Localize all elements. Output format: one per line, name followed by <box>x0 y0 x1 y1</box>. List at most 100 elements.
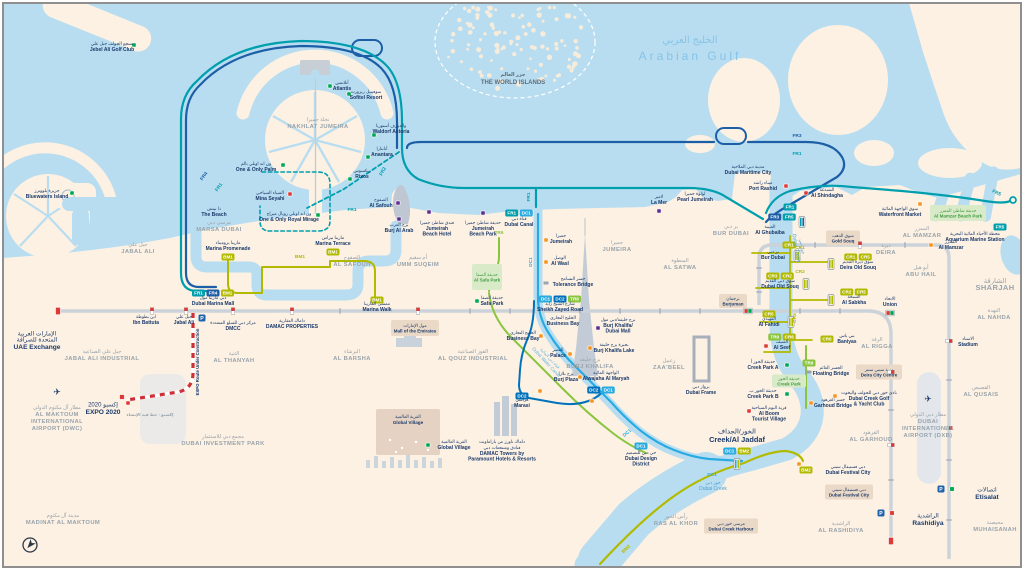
svg-text:TR9: TR9 <box>770 335 779 340</box>
metro-station-tick <box>904 242 906 248</box>
route-label-dc1: DC1 <box>528 257 534 267</box>
svg-text:Paramount Hotels & Resorts: Paramount Hotels & Resorts <box>468 457 536 463</box>
svg-text:الاتحاد: الاتحاد <box>884 296 895 301</box>
svg-text:Alwajaha Al Maryah: Alwajaha Al Maryah <box>583 376 630 382</box>
svg-text:CR6: CR6 <box>822 337 832 342</box>
green-station-square <box>949 486 955 492</box>
svg-text:مرسى خور دبي: مرسى خور دبي <box>717 521 745 526</box>
svg-text:حديقة الصفا: حديقة الصفا <box>481 295 503 300</box>
route-badge-fr5: FR5 <box>993 223 1007 231</box>
svg-text:Pearl Jumeirah: Pearl Jumeirah <box>677 197 713 203</box>
svg-text:مدينة آل مكتوم: مدينة آل مكتوم <box>47 512 80 519</box>
svg-text:سوق الذهب: سوق الذهب <box>832 233 854 238</box>
svg-text:Beach Park: Beach Park <box>469 232 496 238</box>
svg-text:مجمع دبي للاستثمار: مجمع دبي للاستثمار <box>201 434 244 440</box>
svg-text:حديقة شاطئ جميرا: حديقة شاطئ جميرا <box>465 220 501 225</box>
svg-text:Deira City Centre: Deira City Centre <box>861 373 898 378</box>
svg-text:برجمان: برجمان <box>726 296 739 301</box>
route-fr5 <box>764 184 1012 215</box>
svg-text:Bluewaters Island: Bluewaters Island <box>26 194 69 200</box>
svg-text:ميناء راشد: ميناء راشد <box>754 180 773 185</box>
marina-channel <box>190 217 402 301</box>
svg-text:Al Safouh: Al Safouh <box>369 203 392 209</box>
sharjah-land <box>905 3 1021 170</box>
svg-text:FR1: FR1 <box>194 291 203 296</box>
route-label-: إكسبو - خط قيد الإنشاء <box>127 412 175 417</box>
svg-text:ممشى المارينا: ممشى المارينا <box>364 301 390 306</box>
svg-text:Mina Seyahi: Mina Seyahi <box>256 196 286 202</box>
svg-text:Atlantis: Atlantis <box>333 86 352 92</box>
svg-text:جزر العالم: جزر العالم <box>500 72 525 78</box>
route-label-fr2: FR2 <box>378 166 388 177</box>
svg-text:Global Village: Global Village <box>438 445 471 451</box>
svg-text:الوصل: الوصل <box>554 255 566 260</box>
route-badge-tr9: TR9 <box>802 359 816 367</box>
svg-text:الراشدية: الراشدية <box>832 521 851 527</box>
svg-text:BM2: BM2 <box>801 468 811 473</box>
svg-text:AL MAKTOUM: AL MAKTOUM <box>35 412 78 418</box>
metro-station-tick <box>659 308 661 314</box>
svg-text:خور دبي: خور دبي <box>705 480 720 485</box>
landmark-illustrations <box>140 60 941 484</box>
svg-text:Mall of the Emirates: Mall of the Emirates <box>394 329 437 334</box>
svg-text:Anantara: Anantara <box>371 152 393 158</box>
svg-text:AL SAFOUH: AL SAFOUH <box>333 262 370 268</box>
svg-text:سوق دبي القديم: سوق دبي القديم <box>765 278 795 284</box>
svg-text:CR6: CR6 <box>785 335 795 340</box>
route-tr8 <box>488 292 647 454</box>
svg-text:محيصنة: محيصنة <box>987 520 1004 526</box>
svg-text:نادي خور دبي للجولف واليخوت: نادي خور دبي للجولف واليخوت <box>841 390 897 395</box>
svg-text:DC2: DC2 <box>589 388 599 393</box>
metro-station-tick <box>699 308 701 314</box>
svg-text:جسر التسامح: جسر التسامح <box>561 276 586 281</box>
svg-text:DAMAC Towers by: DAMAC Towers by <box>480 451 525 457</box>
svg-text:NAKHLAT JUMEIRA: NAKHLAT JUMEIRA <box>287 124 349 130</box>
svg-text:برج بلازا: برج بلازا <box>559 371 574 376</box>
svg-text:BM1: BM1 <box>328 250 338 255</box>
svg-text:مارينا تيراس: مارينا تيراس <box>322 235 344 240</box>
svg-text:DAMAC PROPERTIES: DAMAC PROPERTIES <box>266 324 319 330</box>
global-village-skyline <box>366 455 442 468</box>
svg-text:حديقة الخور ب: حديقة الخور ب <box>749 388 776 393</box>
metro-station-tick <box>887 443 895 447</box>
svg-text:Waldorf Astoria: Waldorf Astoria <box>373 129 410 135</box>
metro-terminus <box>55 306 62 316</box>
svg-text:BM1: BM1 <box>372 298 382 303</box>
svg-text:TR8: TR8 <box>570 297 579 302</box>
svg-text:حديقة الخور أ: حديقة الخور أ <box>751 358 776 364</box>
airplane-icon: ✈ <box>53 387 61 397</box>
svg-text:AL NAHDA: AL NAHDA <box>977 315 1011 321</box>
svg-text:برج العرب: برج العرب <box>390 222 409 227</box>
route-fr1-palm <box>179 39 404 293</box>
svg-text:لؤلؤة جميرا: لؤلؤة جميرا <box>685 191 706 196</box>
metro-station-tick <box>756 291 762 293</box>
svg-text:Burjuman: Burjuman <box>722 302 743 307</box>
svg-text:Creek Park B: Creek Park B <box>747 394 779 400</box>
svg-text:Rashidiya: Rashidiya <box>912 520 943 527</box>
metro-station-tick <box>888 479 894 481</box>
metro-station-markers: PPP <box>55 241 955 546</box>
svg-text:Dubai Old Souq: Dubai Old Souq <box>761 284 799 290</box>
